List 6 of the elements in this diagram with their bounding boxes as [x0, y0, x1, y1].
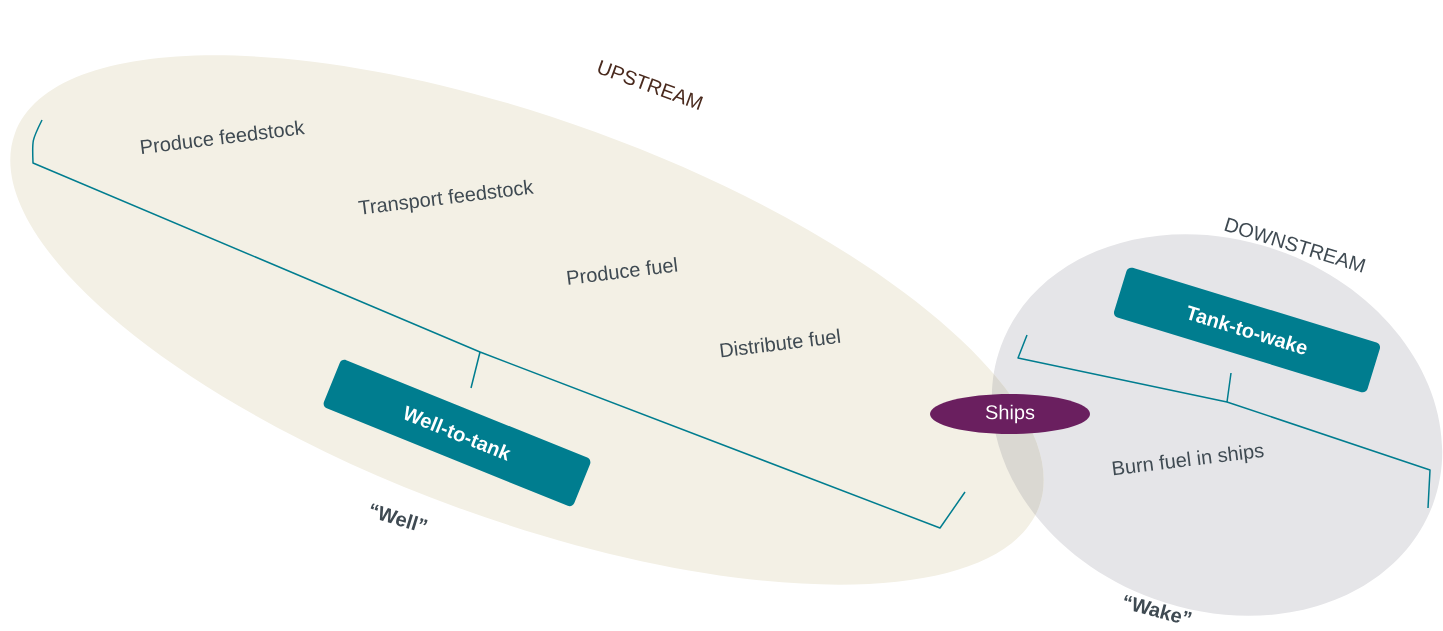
step-label: Distribute fuel: [720, 328, 841, 358]
step-label: Burn fuel in ships: [1112, 445, 1264, 476]
step-label: “Wake”: [1124, 595, 1192, 623]
step-label: Produce feedstock: [140, 120, 306, 154]
step-label: Produce fuel: [567, 257, 678, 285]
step-label: Transport feedstock: [358, 179, 534, 215]
